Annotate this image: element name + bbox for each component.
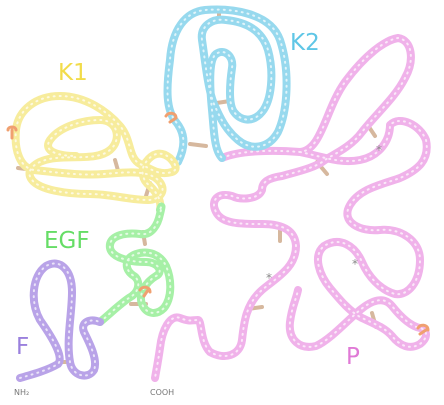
chain-p (151, 34, 431, 382)
asterisk-icon-1: * (376, 143, 382, 157)
asterisk-icon: * * * (266, 143, 382, 285)
domain-label-k2: K2 (290, 30, 320, 56)
glycan-icon-p (416, 323, 430, 336)
n-terminus-label: NH₂ (14, 388, 30, 397)
glycan-icon (6, 111, 430, 336)
asterisk-icon-2: * (266, 271, 272, 285)
glycan-icon-k2 (164, 111, 178, 124)
chain-egf-texture (99, 205, 172, 323)
domain-label-k1: K1 (58, 60, 88, 86)
chain-f (16, 259, 104, 382)
domain-label-egf: EGF (44, 228, 90, 254)
chain-k2 (163, 5, 291, 166)
asterisk-icon-3: * (352, 257, 358, 271)
domain-label-f: F (16, 334, 30, 360)
glycan-icon-egf (138, 285, 152, 298)
c-terminus-label: COOH (150, 388, 175, 397)
chain-p-texture (154, 36, 428, 379)
chain-k1 (11, 92, 180, 214)
disulfide-bond-k2-base (188, 142, 208, 148)
chain-k1-texture (14, 94, 177, 211)
chain-f-texture (19, 262, 101, 379)
glycan-icon-k1 (6, 125, 18, 140)
domain-label-p: P (346, 344, 360, 370)
